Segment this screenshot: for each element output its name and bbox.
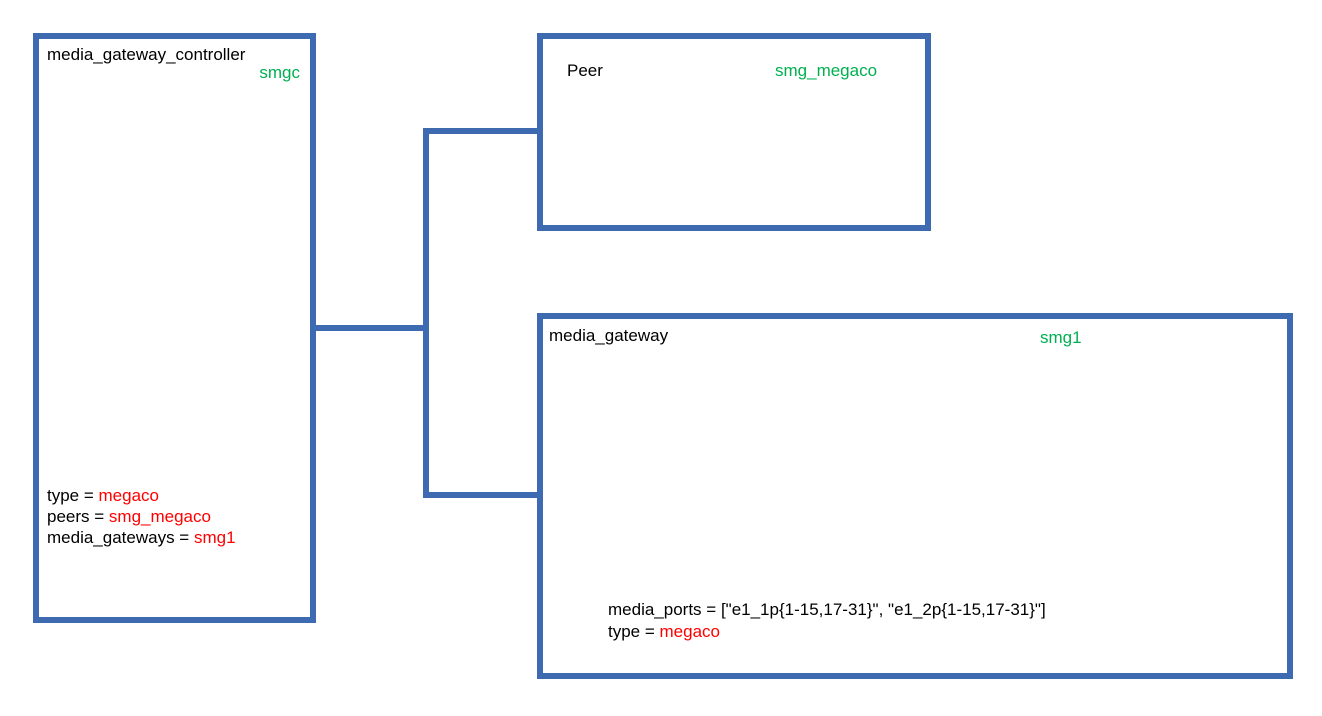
- node-properties: media_ports = ["e1_1p{1-15,17-31}", "e1_…: [608, 599, 1046, 643]
- node-instance-label: smg_megaco: [775, 61, 878, 80]
- node-title: Peer: [567, 61, 603, 80]
- property-key: peers =: [47, 507, 109, 526]
- property-line: peers = smg_megaco: [47, 506, 236, 527]
- property-value: smg1: [193, 528, 236, 547]
- property-value: megaco: [98, 486, 159, 505]
- property-line: media_gateways = smg1: [47, 527, 236, 548]
- property-line: media_ports = ["e1_1p{1-15,17-31}", "e1_…: [608, 599, 1046, 621]
- property-key: media_ports =: [608, 600, 721, 619]
- node-instance-label: smg1: [1040, 328, 1082, 347]
- property-line: type = megaco: [47, 485, 236, 506]
- connector-to-media-gateway: [428, 492, 538, 498]
- property-line: type = megaco: [608, 621, 1046, 643]
- property-key: type =: [47, 486, 99, 505]
- node-instance-label: smgc: [259, 63, 300, 82]
- property-value: ["e1_1p{1-15,17-31}", "e1_2p{1-15,17-31}…: [720, 600, 1046, 619]
- connector-to-peer: [428, 128, 538, 134]
- node-media-gateway: media_gateway smg1 media_ports = ["e1_1p…: [537, 313, 1293, 679]
- connector-vertical-bus: [423, 128, 429, 498]
- property-key: type =: [608, 622, 660, 641]
- node-properties: type = megaco peers = smg_megaco media_g…: [47, 485, 236, 548]
- connector-mgc-stub: [314, 325, 424, 331]
- property-value: megaco: [659, 622, 720, 641]
- property-key: media_gateways =: [47, 528, 194, 547]
- node-peer: Peer smg_megaco: [537, 33, 931, 231]
- property-value: smg_megaco: [108, 507, 211, 526]
- node-title: media_gateway_controller: [47, 45, 246, 64]
- node-title: media_gateway: [549, 326, 669, 345]
- node-media-gateway-controller: media_gateway_controller smgc type = meg…: [33, 33, 316, 623]
